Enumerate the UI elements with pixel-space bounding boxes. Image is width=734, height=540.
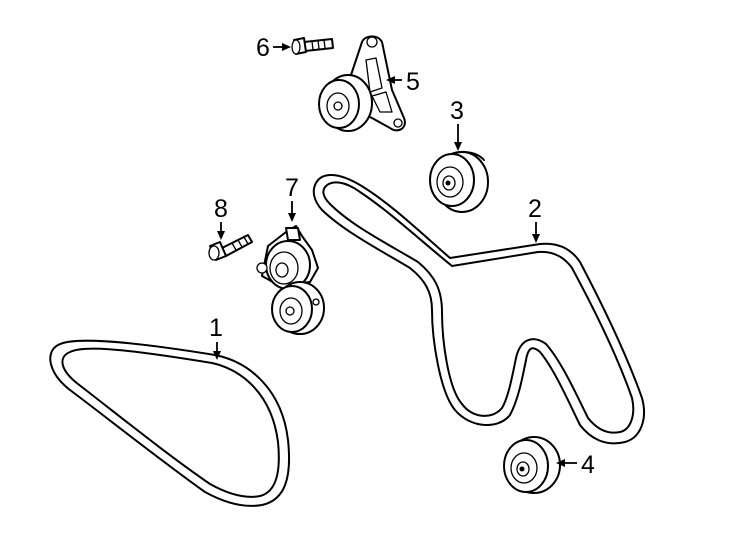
callout-2: 2 (528, 195, 542, 223)
callout-5: 5 (406, 68, 420, 96)
idler-pulley-3 (429, 150, 489, 213)
bolt-6 (291, 37, 334, 55)
callout-8: 8 (214, 195, 228, 223)
tensioner-bracket-5 (318, 35, 406, 132)
callout-6: 6 (256, 34, 270, 62)
belt-2 (312, 174, 645, 445)
belt-1 (49, 339, 291, 507)
callout-arrows (213, 43, 577, 467)
callout-3: 3 (450, 97, 464, 125)
bolt-8 (208, 234, 253, 261)
callout-4: 4 (581, 451, 595, 479)
idler-pulley-4 (503, 436, 561, 494)
callout-7: 7 (285, 174, 299, 202)
callout-1: 1 (209, 314, 223, 342)
belt-tensioner-7 (256, 225, 325, 335)
